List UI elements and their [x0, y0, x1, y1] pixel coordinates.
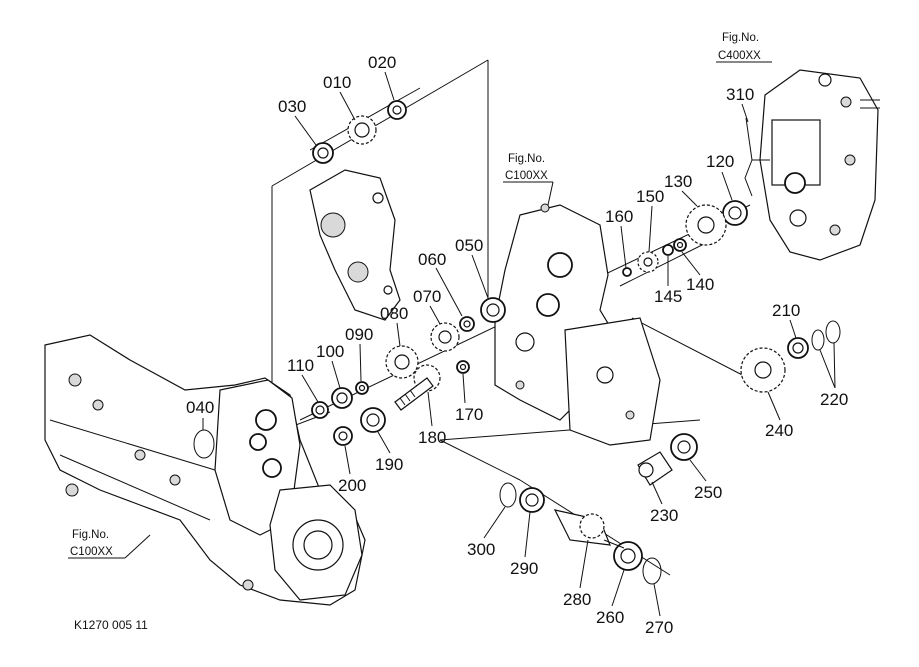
- callout-labels: 010 020 030 040 050 060 070 080 090 100 …: [186, 53, 848, 637]
- center-case: [494, 203, 661, 446]
- figure-ref-title: Fig.No.: [72, 529, 109, 541]
- part-210-bearing: [787, 337, 809, 359]
- figure-ref-code[interactable]: C100XX: [505, 170, 548, 182]
- part-080-gear: [385, 345, 419, 379]
- callout-010: 010: [323, 73, 351, 92]
- callout-270: 270: [645, 618, 673, 637]
- part-040-o-ring: [193, 429, 215, 459]
- callout-145: 145: [654, 287, 682, 306]
- figure-ref-code[interactable]: C400XX: [718, 50, 761, 62]
- part-120-bearing: [722, 200, 748, 226]
- part-010-gear: [347, 115, 377, 145]
- part-130-gear: [685, 204, 727, 246]
- callout-200: 200: [338, 476, 366, 495]
- callout-310: 310: [726, 85, 754, 104]
- figure-ref-title: Fig.No.: [508, 153, 545, 165]
- part-190-bearing: [360, 407, 386, 433]
- callout-100: 100: [316, 342, 344, 361]
- figure-ref-code[interactable]: C100XX: [70, 546, 113, 558]
- callout-220: 220: [820, 390, 848, 409]
- part-290-bearing: [519, 487, 545, 513]
- part-230-pinion: [637, 451, 673, 486]
- callout-020: 020: [368, 53, 396, 72]
- callout-140: 140: [686, 275, 714, 294]
- right-case: [759, 69, 880, 261]
- part-310-lever: [744, 117, 770, 197]
- part-240-gear: [740, 347, 786, 393]
- callout-130: 130: [664, 172, 692, 191]
- part-260-bearing: [613, 541, 643, 571]
- part-300-ring: [499, 482, 517, 508]
- part-100-bearing: [331, 387, 353, 409]
- callout-240: 240: [765, 421, 793, 440]
- part-160-ring: [622, 267, 632, 277]
- callout-250: 250: [694, 483, 722, 502]
- part-150-gear: [637, 251, 659, 273]
- callout-080: 080: [380, 304, 408, 323]
- callout-120: 120: [706, 152, 734, 171]
- part-060-ring: [459, 316, 475, 332]
- part-270-ring: [642, 557, 662, 585]
- part-250-bearing: [670, 433, 698, 461]
- upper-case-section: [309, 169, 401, 321]
- callout-150: 150: [636, 187, 664, 206]
- diagram-id: K1270 005 11: [74, 618, 148, 632]
- figure-ref-title: Fig.No.: [722, 32, 759, 44]
- part-220-rings: [811, 320, 841, 351]
- callout-230: 230: [650, 506, 678, 525]
- callout-210: 210: [772, 301, 800, 320]
- callout-190: 190: [375, 455, 403, 474]
- figure-ref-center[interactable]: Fig.No. C100XX: [503, 153, 554, 206]
- part-070-gear: [430, 322, 460, 352]
- callout-110: 110: [287, 356, 314, 375]
- part-280-pinion-shaft: [553, 509, 625, 549]
- callout-060: 060: [418, 250, 446, 269]
- part-030-seal: [312, 142, 334, 164]
- callout-030: 030: [278, 97, 306, 116]
- callout-090: 090: [345, 325, 373, 344]
- figure-ref-left[interactable]: Fig.No. C100XX: [68, 529, 151, 559]
- part-200-seal: [333, 426, 353, 446]
- callout-070: 070: [413, 287, 441, 306]
- part-140-washer: [673, 238, 687, 252]
- part-145-ring: [662, 244, 674, 256]
- part-090-ring: [355, 381, 369, 395]
- callout-260: 260: [596, 608, 624, 627]
- part-110-seal: [311, 401, 329, 419]
- callout-leaders: [202, 71, 836, 617]
- part-170-ring: [456, 360, 470, 374]
- part-180-shaft: [394, 364, 441, 411]
- callout-040: 040: [186, 398, 214, 417]
- callout-280: 280: [563, 590, 591, 609]
- figure-ref-top-right[interactable]: Fig.No. C400XX: [716, 32, 772, 63]
- part-020-bearing: [387, 100, 407, 120]
- callout-160: 160: [605, 207, 633, 226]
- callout-170: 170: [455, 405, 483, 424]
- callout-180: 180: [418, 428, 446, 447]
- callout-290: 290: [510, 559, 538, 578]
- callout-300: 300: [467, 540, 495, 559]
- callout-050: 050: [455, 236, 483, 255]
- left-transmission-case: [44, 334, 366, 606]
- part-050-bearing: [480, 297, 506, 323]
